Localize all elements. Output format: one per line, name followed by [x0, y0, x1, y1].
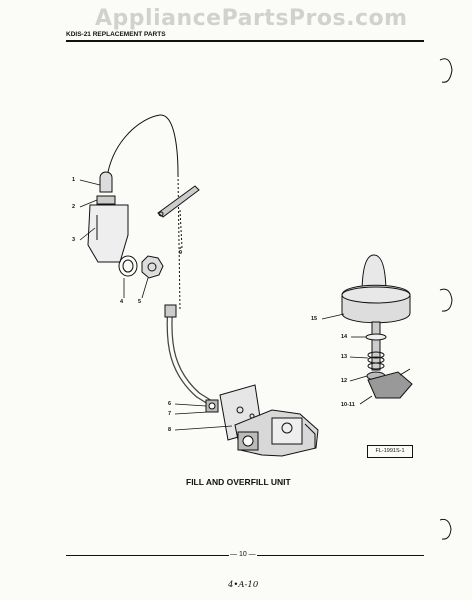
overfill-tube: [107, 114, 179, 176]
callout-3: 3: [72, 237, 76, 243]
part-washer: [365, 333, 387, 341]
part-gasket: [118, 255, 138, 277]
callout-7: 7: [168, 411, 172, 417]
callout-8: 8: [168, 427, 172, 433]
handwritten-note: 4•A-10: [228, 580, 259, 590]
callout-10-11: 10-11: [341, 402, 355, 408]
page-number: — 10 —: [229, 551, 257, 558]
callout-15: 15: [311, 316, 318, 322]
leader-lines: [79, 179, 373, 431]
callout-13: 13: [341, 354, 348, 360]
section-header: KDIS-21 REPLACEMENT PARTS: [66, 31, 166, 38]
callout-4: 4: [120, 299, 124, 305]
binder-hole-middle: [439, 288, 453, 312]
callout-12: 12: [341, 378, 348, 384]
callout-9: 9: [179, 250, 183, 256]
callout-1: 1: [72, 177, 76, 183]
part-bracket: [87, 204, 129, 263]
header-rule: [66, 40, 424, 42]
overfill-switch: [367, 371, 413, 399]
callout-14: 14: [341, 334, 348, 340]
part-cap: [99, 171, 113, 193]
diagram-title: FILL AND OVERFILL UNIT: [186, 477, 291, 487]
float-stem: [371, 321, 381, 371]
callout-2: 2: [72, 204, 76, 210]
binder-hole-bottom: [439, 518, 452, 540]
part-connector: [96, 195, 116, 205]
part-spring: [367, 351, 385, 359]
binder-hole-top: [439, 58, 453, 83]
figure-reference: FL-1991S-1: [367, 445, 413, 458]
callout-5: 5: [138, 299, 142, 305]
watermark-text: AppliancePartsPros.com: [95, 6, 408, 31]
callout-6: 6: [168, 401, 172, 407]
part-nut: [141, 255, 164, 279]
